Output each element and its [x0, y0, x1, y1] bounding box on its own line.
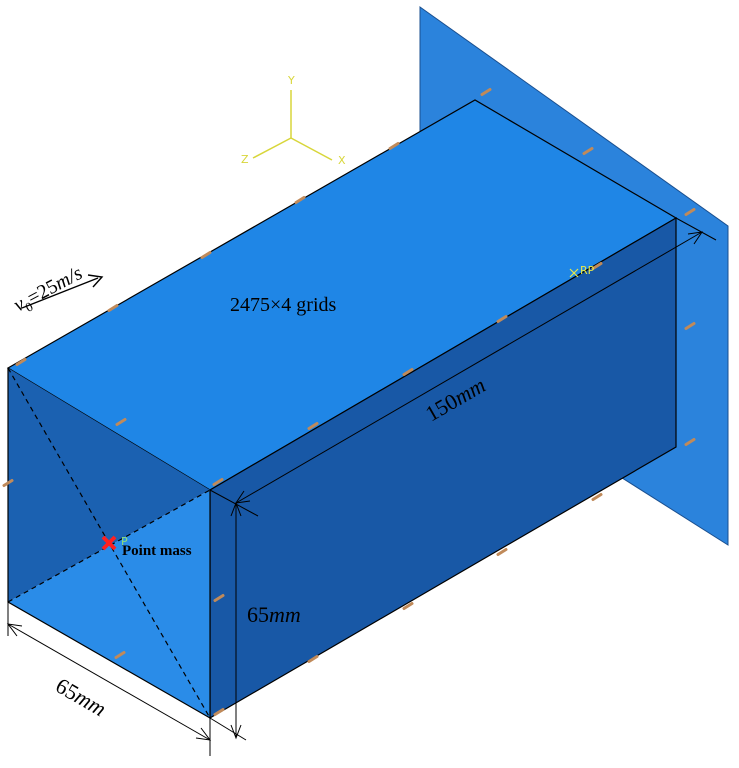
tube-open-end-inner-right [8, 490, 210, 718]
node-marker [2, 479, 14, 487]
node-marker [307, 655, 319, 663]
node-marker [15, 358, 27, 366]
node-marker [107, 304, 119, 312]
boundary-node-markers [2, 88, 696, 716]
length-extension-back [675, 217, 717, 241]
reference-point-right: RP [569, 264, 595, 278]
node-marker [684, 208, 696, 216]
node-marker [307, 422, 319, 430]
length-extension-front [209, 489, 259, 517]
node-marker [114, 651, 126, 659]
point-mass-marker: P Point mass [101, 535, 192, 559]
x-axis-line [290, 137, 333, 161]
node-marker [591, 262, 603, 270]
velocity-arrowhead [87, 274, 104, 288]
velocity-arrow [21, 277, 99, 309]
node-marker [582, 147, 594, 155]
height-arrowhead-top [230, 501, 242, 517]
coordinate-triad: Y X Z [241, 74, 346, 167]
width-arrowhead-left [6, 623, 23, 637]
node-marker [684, 438, 696, 446]
node-marker [496, 548, 508, 556]
node-marker [684, 322, 696, 330]
node-marker [212, 478, 224, 486]
height-value: 65 [247, 602, 269, 627]
node-marker [115, 418, 127, 426]
y-axis-label: Y [287, 74, 295, 87]
width-arrowhead-right [195, 727, 212, 741]
node-marker [388, 142, 400, 150]
height-unit: mm [269, 602, 301, 627]
node-marker [294, 196, 306, 204]
node-marker [402, 368, 414, 376]
node-marker [213, 594, 225, 602]
rp-right-label: RP [580, 264, 595, 277]
rp-cross-b [569, 268, 579, 278]
node-marker [402, 602, 414, 610]
node-marker [213, 708, 225, 716]
node-marker [591, 493, 603, 501]
height-extension-bottom [209, 717, 247, 741]
tube-open-end-inner-left [8, 368, 210, 602]
point-mass-label: Point mass [122, 543, 192, 559]
length-arrowhead-back [687, 231, 704, 245]
node-marker [496, 315, 508, 323]
height-label: 65mm [247, 602, 301, 627]
node-marker [480, 88, 492, 96]
width-dimension-line [7, 623, 211, 741]
node-marker [200, 251, 212, 259]
x-axis-label: X [338, 154, 346, 167]
width-label: 65mm [52, 673, 111, 722]
velocity-label: v0=25m/s [10, 262, 88, 319]
length-dimension-line [235, 231, 703, 504]
tube-open-end-outline [7, 368, 211, 720]
z-axis-label: Z [241, 153, 249, 166]
height-arrowhead-bottom [230, 724, 242, 740]
z-axis-line [252, 137, 292, 159]
grid-count-label: 2475×4 grids [230, 294, 336, 316]
end-diagonal-2 [7, 489, 211, 603]
rp-left-label: P [121, 535, 128, 548]
point-mass-cross-b [101, 535, 117, 551]
